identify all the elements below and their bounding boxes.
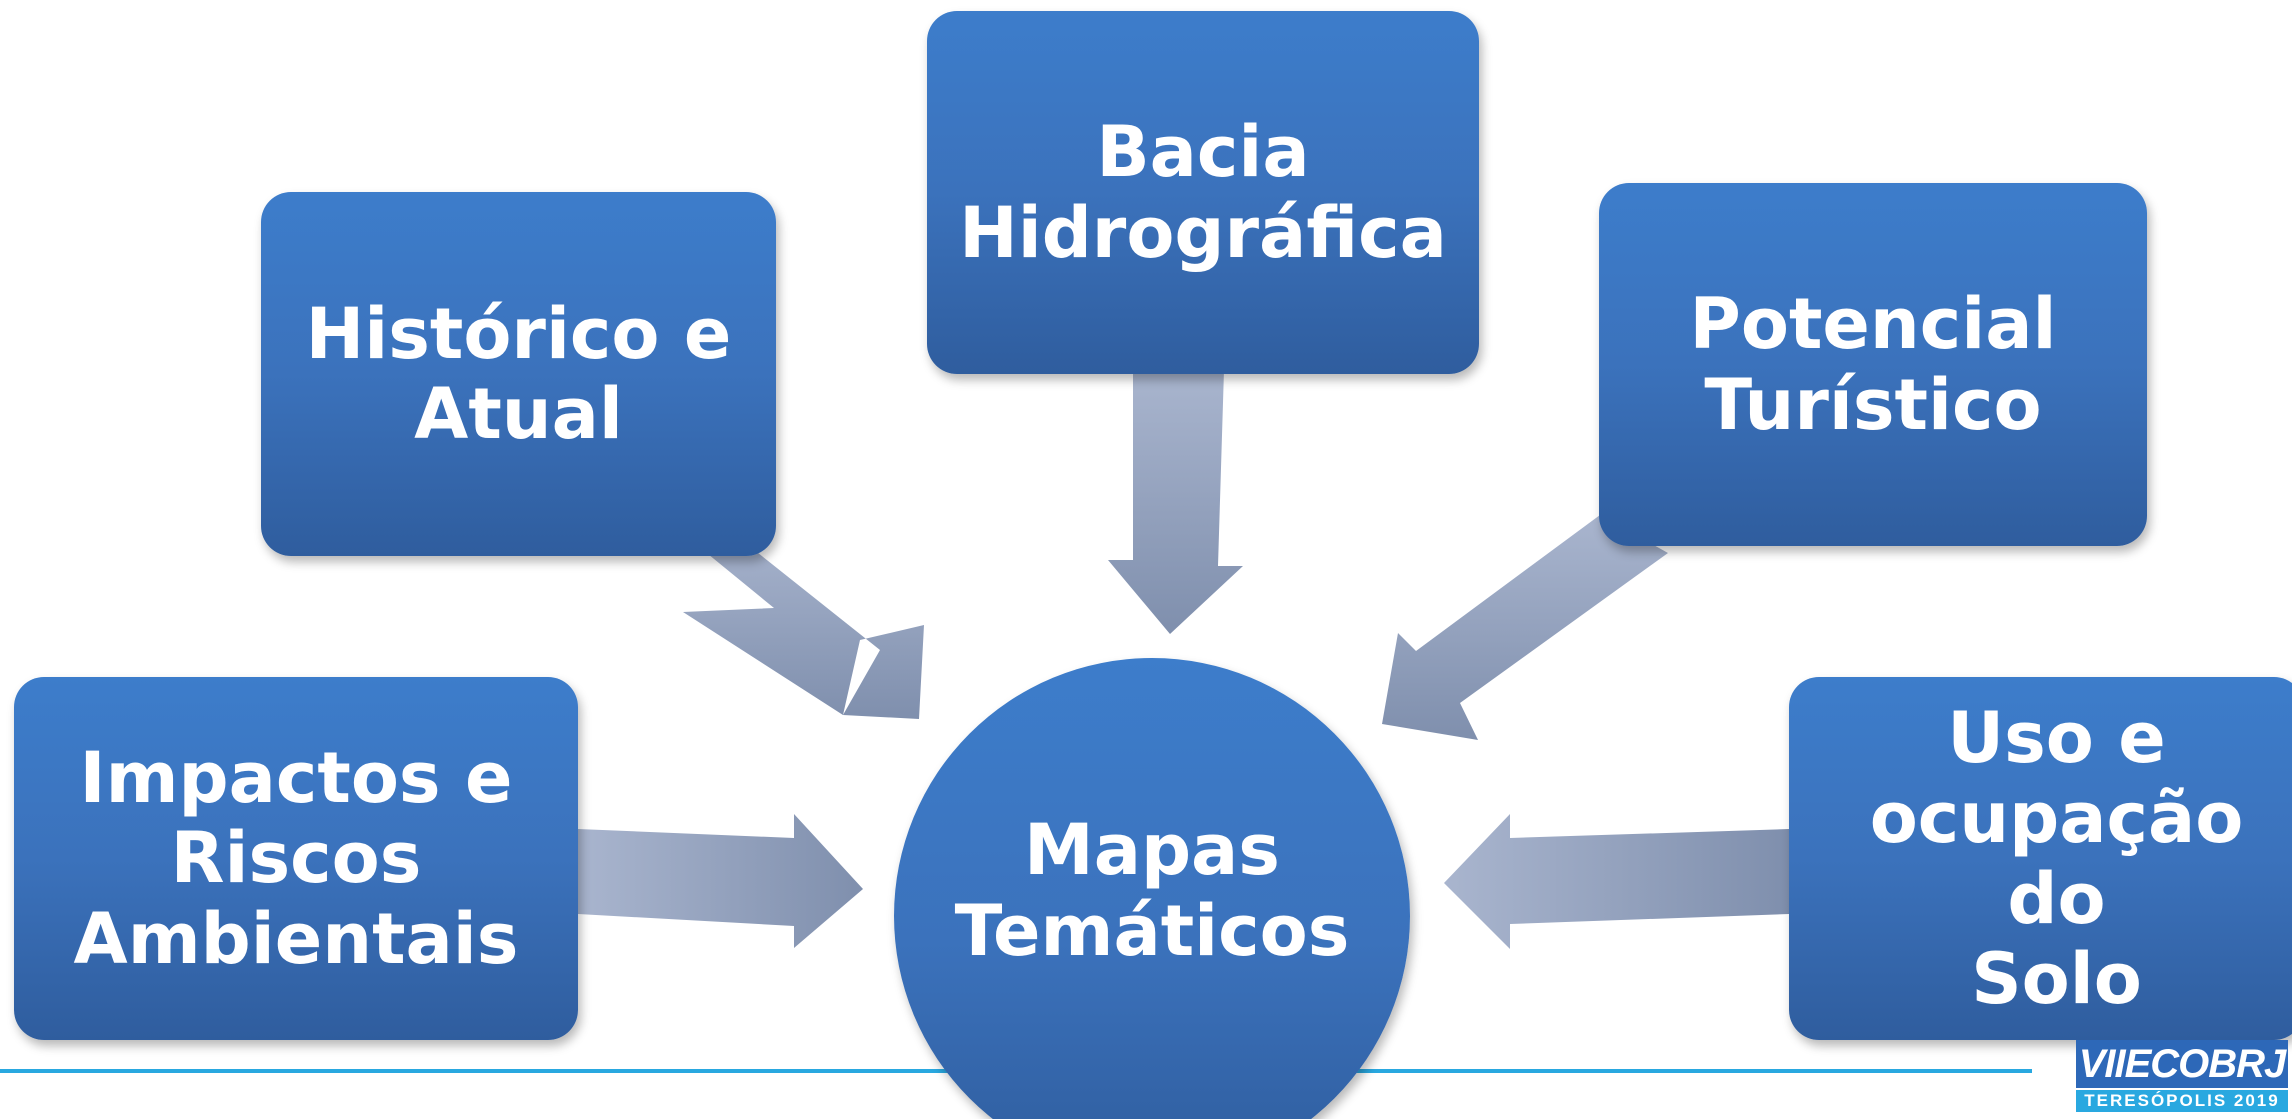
- logo-subtitle: TERESÓPOLIS 2019: [2076, 1090, 2288, 1112]
- arrow-historico: [670, 523, 924, 719]
- event-logo: VIIECOBRJ TERESÓPOLIS 2019: [2076, 1040, 2288, 1114]
- node-impactos-label: Impactos e Riscos Ambientais: [73, 736, 519, 980]
- node-impactos-riscos: Impactos e Riscos Ambientais: [14, 677, 578, 1040]
- center-node-label: Mapas Temáticos: [954, 809, 1350, 972]
- node-historico-label: Histórico e Atual: [305, 292, 732, 455]
- node-potencial-turistico: Potencial Turístico: [1599, 183, 2147, 546]
- logo-title: VIIECOBRJ: [2076, 1040, 2288, 1088]
- node-uso-ocupacao: Uso e ocupação do Solo: [1789, 677, 2292, 1040]
- node-historico-e-atual: Histórico e Atual: [261, 192, 776, 556]
- center-node-mapas-tematicos: Mapas Temáticos: [894, 658, 1410, 1119]
- node-uso-label: Uso e ocupação do Solo: [1869, 696, 2244, 1020]
- node-bacia-label: Bacia Hidrográfica: [959, 111, 1447, 274]
- arrow-uso: [1444, 814, 1789, 949]
- arrow-potencial: [1382, 515, 1668, 740]
- node-bacia-hidrografica: Bacia Hidrográfica: [927, 11, 1479, 374]
- node-potencial-label: Potencial Turístico: [1689, 283, 2057, 446]
- arrow-impactos: [578, 814, 863, 948]
- arrow-bacia: [1108, 370, 1243, 634]
